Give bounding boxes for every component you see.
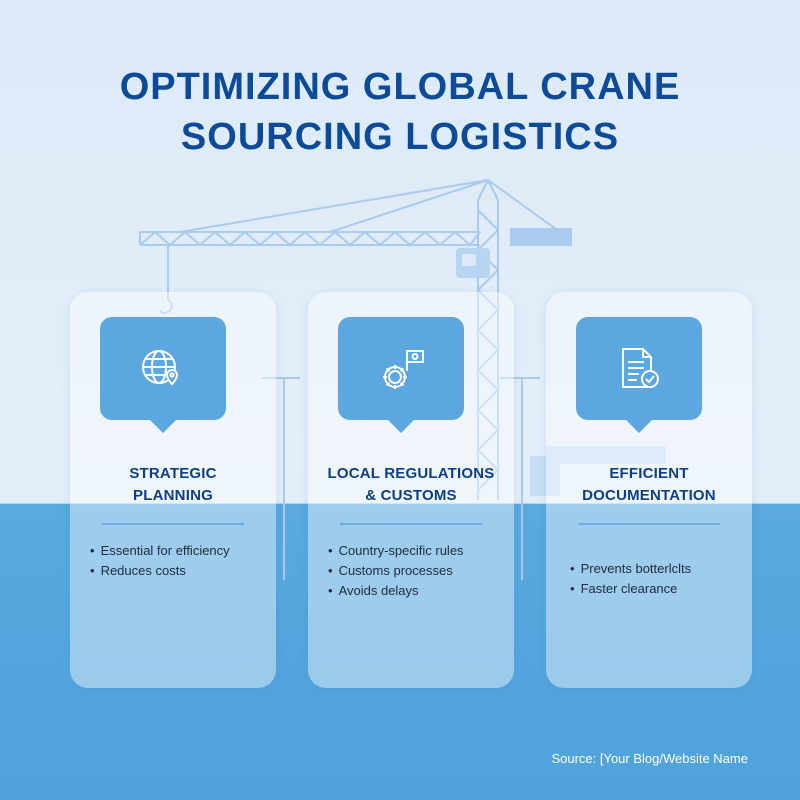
card-icon-bubble: [576, 317, 702, 433]
list-item: Essential for efficiency: [90, 541, 270, 561]
page-title-line-1: OPTIMIZING GLOBAL CRANE: [119, 66, 681, 108]
card-icon-bubble: [338, 317, 464, 433]
card-bullet-list: Country-specific rules Customs processes…: [328, 541, 508, 601]
card-divider: [578, 523, 720, 525]
list-item: Prevents botterlclts: [570, 559, 750, 579]
card-divider: [102, 523, 244, 525]
card-local-regulations: LOCAL REGULATIONS & CUSTOMS Country-spec…: [308, 292, 514, 688]
card-title: EFFICIENT DOCUMENTATION: [582, 465, 716, 504]
globe-location-icon: [142, 349, 179, 385]
list-item: Country-specific rules: [328, 541, 508, 561]
card-title: STRATEGIC PLANNING: [129, 465, 217, 504]
card-efficient-documentation: EFFICIENT DOCUMENTATION Prevents botterl…: [546, 292, 752, 688]
source-credit: Source: [Your Blog/Website Name: [551, 751, 748, 766]
gear-flag-icon: [383, 349, 424, 389]
document-check-icon: [622, 347, 659, 388]
list-item: Customs processes: [328, 561, 508, 581]
card-strategic-planning: STRATEGIC PLANNING Essential for efficie…: [70, 292, 276, 688]
page-title: OPTIMIZING GLOBAL CRANE SOURCING LOGISTI…: [0, 62, 800, 162]
card-bullet-list: Prevents botterlclts Faster clearance: [570, 559, 750, 599]
list-item: Reduces costs: [90, 561, 270, 581]
card-title: LOCAL REGULATIONS & CUSTOMS: [327, 465, 495, 504]
list-item: Avoids delays: [328, 581, 508, 601]
card-bullet-list: Essential for efficiency Reduces costs: [90, 541, 270, 581]
list-item: Faster clearance: [570, 579, 750, 599]
card-icon-bubble: [100, 317, 226, 433]
page-title-line-2: SOURCING LOGISTICS: [180, 116, 620, 158]
card-divider: [340, 523, 482, 525]
